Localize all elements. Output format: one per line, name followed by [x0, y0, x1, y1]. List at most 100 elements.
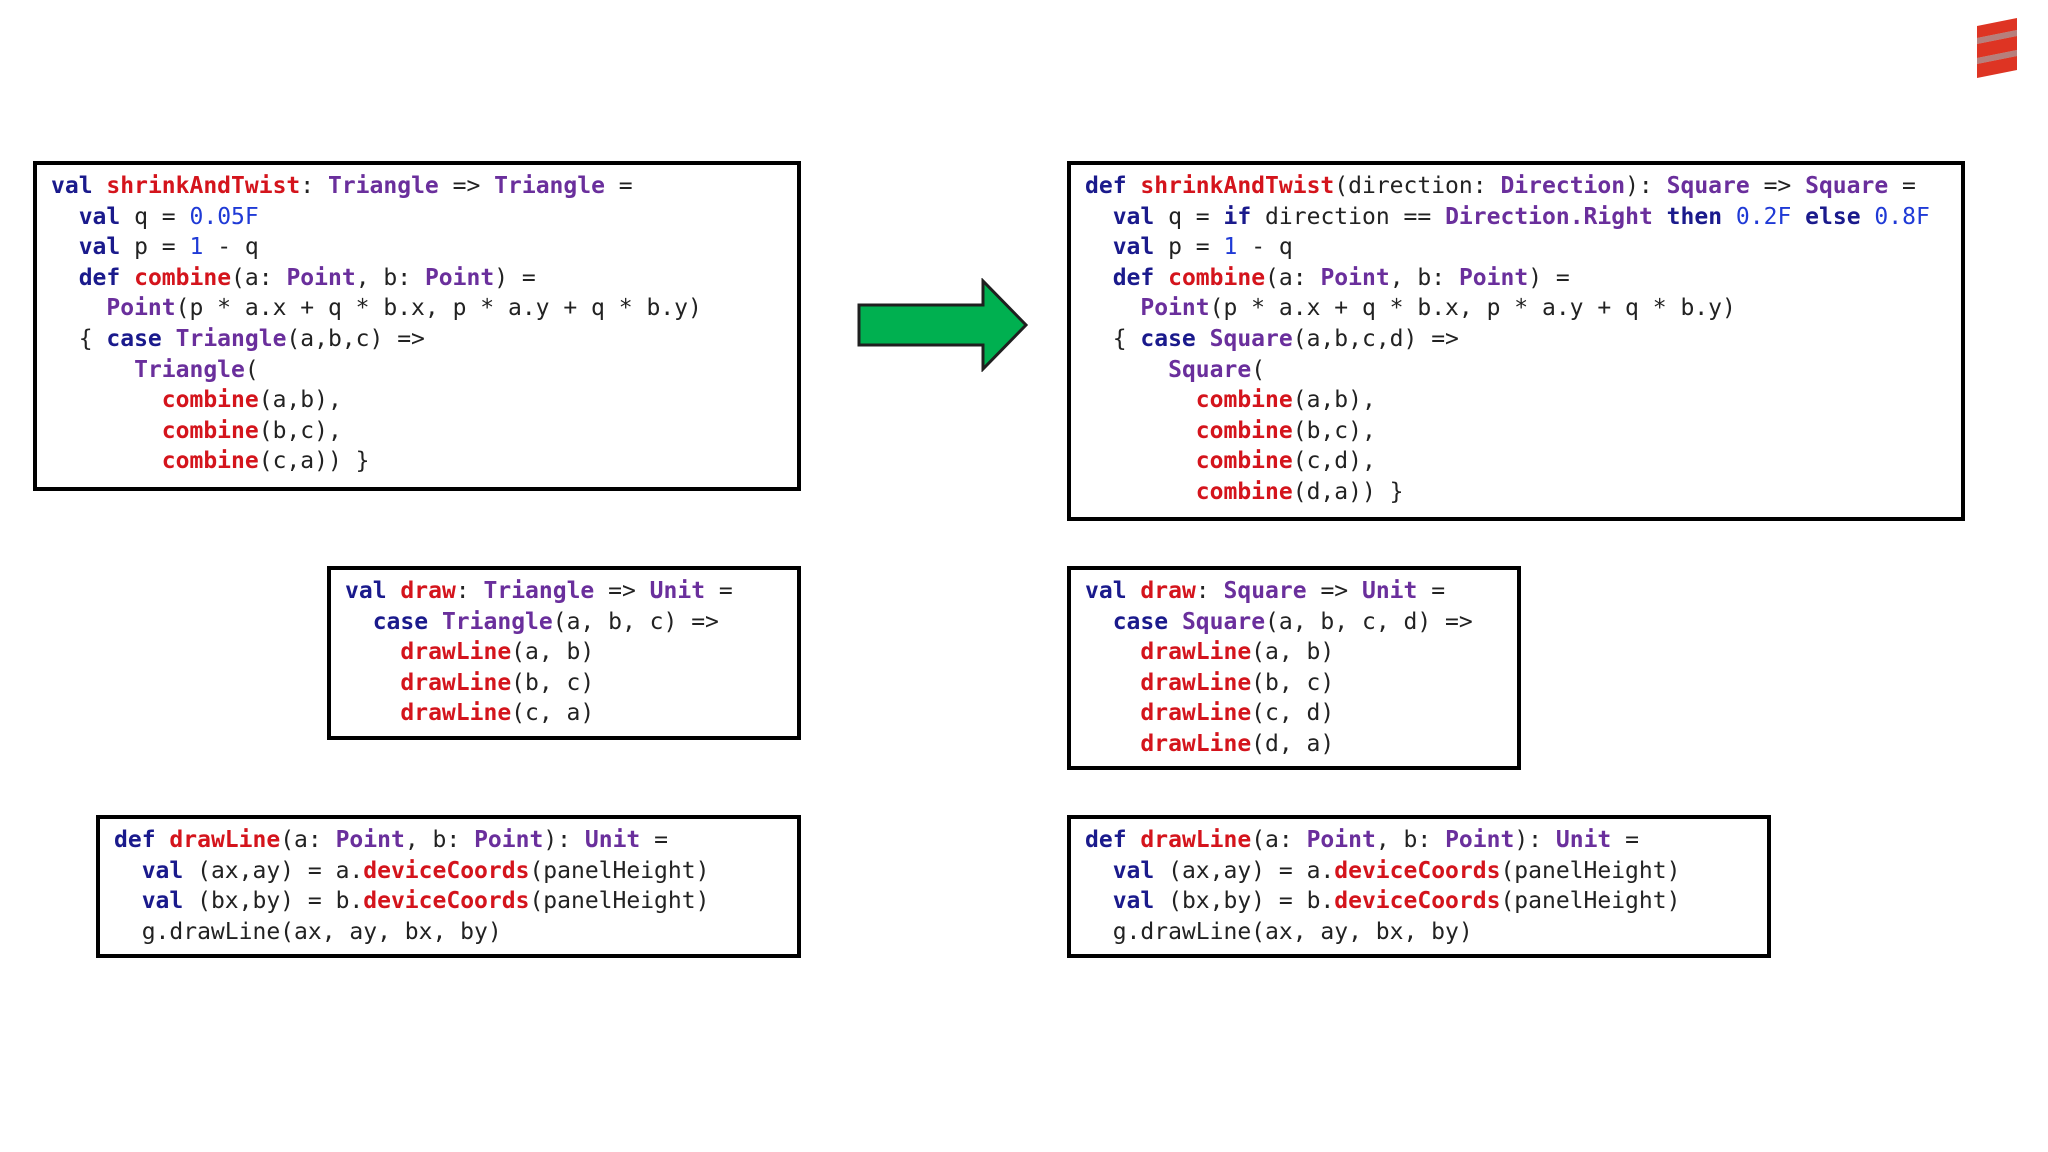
code-line: drawLine(b, c): [1085, 668, 1503, 699]
code-line: val shrinkAndTwist: Triangle => Triangle…: [51, 171, 783, 202]
function-token: combine: [1195, 478, 1293, 505]
code-text: [1085, 731, 1140, 757]
code-text: ):: [1625, 173, 1667, 199]
function-token: drawLine: [400, 639, 512, 666]
code-text: [428, 609, 442, 635]
keyword-token: val: [78, 234, 121, 261]
type-token: Square: [1181, 608, 1266, 635]
code-text: [1085, 609, 1113, 635]
code-text: (a:: [231, 264, 287, 291]
code-text: (bx,by) = b.: [1154, 888, 1335, 915]
code-text: =>: [594, 578, 650, 604]
code-text: [51, 295, 106, 321]
keyword-token: val: [1112, 234, 1155, 261]
code-line: val draw: Triangle => Unit =: [345, 576, 783, 607]
code-line: combine(a,b),: [51, 385, 783, 416]
type-token: Square: [1223, 578, 1307, 604]
code-text: [1085, 639, 1140, 665]
type-token: Square: [1209, 325, 1293, 352]
keyword-token: case: [106, 325, 162, 352]
code-text: (d,a)) }: [1292, 478, 1404, 505]
type-token: Unit: [649, 578, 706, 604]
code-text: q =: [120, 203, 190, 230]
code-text: [51, 234, 79, 260]
code-text: [1085, 888, 1113, 914]
code-text: {: [51, 325, 107, 352]
code-text: [1653, 204, 1667, 230]
code-text: [114, 888, 142, 914]
function-token: combine: [161, 387, 259, 414]
keyword-token: def: [78, 264, 121, 291]
type-token: Triangle: [483, 578, 595, 604]
code-text: (c, a): [511, 700, 595, 727]
code-text: [1085, 265, 1113, 291]
code-line: combine(c,a)) }: [51, 446, 783, 477]
type-token: Unit: [1555, 827, 1612, 853]
code-text: [51, 448, 162, 474]
type-token: Triangle: [134, 356, 245, 383]
code-text: p =: [120, 234, 190, 261]
code-text: g.drawLine(ax, ay, bx, by): [1085, 918, 1473, 945]
code-line: drawLine(c, d): [1085, 698, 1503, 729]
code-text: [93, 173, 107, 199]
function-token: deviceCoords: [1334, 888, 1501, 915]
number-token: 1: [1223, 234, 1238, 261]
code-text: (a:: [280, 827, 336, 853]
code-line: drawLine(a, b): [1085, 637, 1503, 668]
code-line: drawLine(a, b): [345, 637, 783, 668]
code-text: (a:: [1251, 827, 1307, 853]
keyword-token: def: [1085, 827, 1127, 853]
code-text: [1085, 858, 1113, 884]
code-text: direction ==: [1251, 203, 1446, 230]
number-token: 0.2F: [1735, 203, 1792, 230]
code-text: [1127, 827, 1141, 853]
code-text: [345, 700, 400, 726]
code-text: (ax,ay) = a.: [183, 857, 364, 884]
code-line: def shrinkAndTwist(direction: Direction)…: [1085, 171, 1947, 202]
code-line: { case Triangle(a,b,c) =>: [51, 324, 783, 355]
code-text: (a,b,c) =>: [286, 325, 425, 352]
code-text: [162, 326, 176, 352]
function-token: deviceCoords: [363, 888, 530, 915]
code-line: Square(: [1085, 355, 1947, 386]
code-text: g.drawLine(ax, ay, bx, by): [114, 918, 502, 945]
code-text: (b, c): [1251, 669, 1335, 696]
keyword-token: val: [1112, 203, 1155, 230]
code-text: :: [455, 578, 484, 604]
code-text: [345, 639, 400, 665]
code-text: [1085, 700, 1140, 726]
code-text: (a, b): [1251, 639, 1335, 666]
code-text: (panelHeight): [1500, 857, 1681, 884]
type-token: Point: [335, 827, 405, 853]
function-token: drawLine: [1140, 639, 1252, 666]
number-token: 0.8F: [1874, 203, 1930, 230]
type-token: Point: [1458, 264, 1529, 291]
code-line: val p = 1 - q: [51, 232, 783, 263]
code-text: (a,b),: [258, 387, 342, 414]
code-text: (p * a.x + q * b.x, p * a.y + q * b.y): [175, 295, 702, 322]
keyword-token: val: [78, 203, 121, 230]
code-line: drawLine(d, a): [1085, 729, 1503, 760]
code-line: g.drawLine(ax, ay, bx, by): [114, 917, 783, 948]
code-line: val p = 1 - q: [1085, 232, 1947, 263]
code-text: [51, 357, 134, 383]
function-token: deviceCoords: [1334, 857, 1501, 884]
code-line: def combine(a: Point, b: Point) =: [1085, 263, 1947, 294]
keyword-token: case: [1112, 608, 1169, 635]
type-token: Point: [1140, 295, 1210, 322]
code-text: [1085, 479, 1196, 505]
type-token: Point: [474, 827, 544, 853]
keyword-token: val: [345, 578, 387, 604]
code-box-triangle-shrink-and-twist: val shrinkAndTwist: Triangle => Triangle…: [33, 161, 801, 491]
function-token: drawLine: [1140, 669, 1252, 696]
code-text: [1085, 295, 1140, 321]
function-token: drawLine: [1140, 827, 1252, 853]
code-text: - q: [1237, 234, 1293, 261]
type-token: Square: [1168, 356, 1252, 383]
code-box-right-draw-line: def drawLine(a: Point, b: Point): Unit =…: [1067, 815, 1771, 958]
code-line: case Square(a, b, c, d) =>: [1085, 607, 1503, 638]
code-text: [1085, 234, 1113, 260]
keyword-token: then: [1666, 203, 1723, 230]
function-token: drawLine: [169, 827, 281, 853]
code-text: [1085, 357, 1168, 383]
